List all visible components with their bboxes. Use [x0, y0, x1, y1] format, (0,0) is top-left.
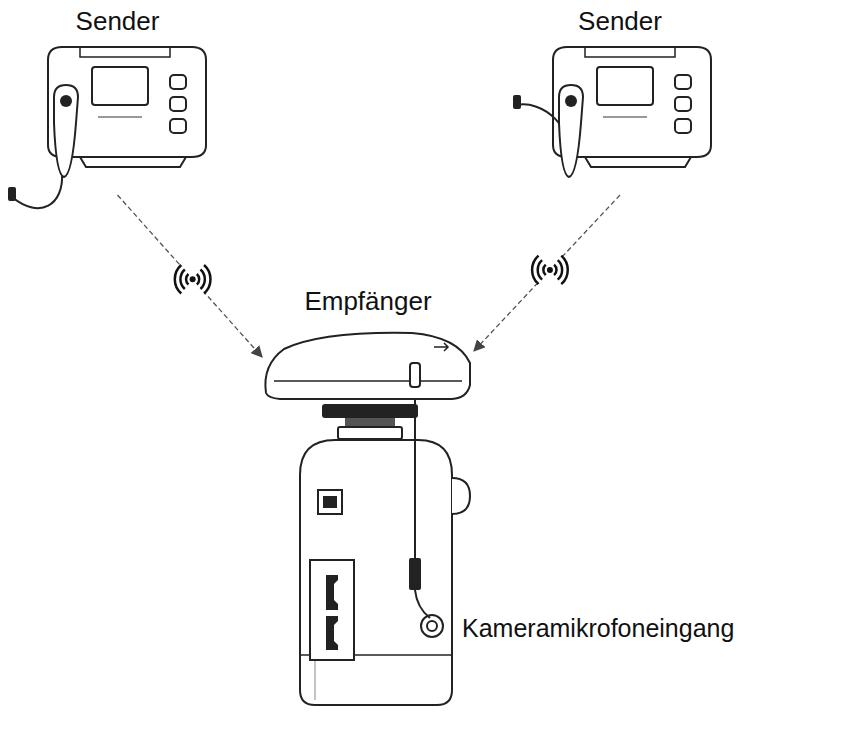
radio-icon: [169, 265, 217, 294]
radio-icon: [526, 256, 574, 285]
mic-head: [513, 95, 521, 109]
node-label: Empfänger: [262, 285, 474, 317]
hdmi-port: [326, 616, 338, 650]
shoe-foot: [338, 427, 402, 439]
mic-socket: [565, 95, 577, 107]
receiver-body: [265, 333, 470, 399]
transmitter-device: [513, 47, 711, 177]
stand: [585, 157, 691, 167]
top-clip: [80, 47, 170, 57]
node-label: Sender: [20, 5, 215, 37]
button: [675, 119, 691, 133]
camera-body: [300, 440, 452, 705]
receiver-seam: [274, 380, 462, 382]
wireless-link: [118, 195, 263, 357]
node-label: Sender: [525, 5, 715, 37]
button: [170, 75, 186, 89]
transmitter-device: [8, 47, 206, 208]
mic-head: [8, 187, 16, 201]
usb-port-inner: [323, 496, 337, 508]
logo-line: [98, 116, 142, 118]
transmitter-node: Sender: [20, 5, 215, 195]
lavalier-clip: [559, 85, 583, 177]
hdmi-port: [326, 575, 338, 610]
mic-cable: [12, 173, 62, 208]
stand: [80, 157, 186, 167]
mic-socket: [60, 95, 72, 107]
mic-jack-inner: [427, 621, 437, 631]
button: [170, 97, 186, 111]
button: [170, 119, 186, 133]
transmitter-node: Sender: [525, 5, 715, 195]
display: [597, 67, 653, 105]
receiver-device: [265, 333, 470, 399]
top-clip: [585, 47, 675, 57]
audio-cable: [414, 387, 416, 560]
lavalier-clip: [54, 85, 78, 177]
receiver-node: Empfänger: [262, 285, 474, 405]
display: [92, 67, 148, 105]
logo-line: [603, 116, 647, 118]
wireless-link: [474, 195, 620, 351]
plug-tip: [415, 590, 430, 618]
shoe-stem: [345, 418, 395, 427]
receiver-mark: [434, 343, 448, 351]
output-plug: [410, 363, 420, 387]
button: [675, 75, 691, 89]
usb-port: [318, 490, 342, 514]
port-label: Kameramikrofoneingang: [462, 612, 734, 644]
mic-jack: [421, 615, 443, 637]
port-panel: [310, 560, 354, 660]
battery-door: [315, 655, 316, 700]
camera-knob: [452, 478, 470, 514]
shoe-knob: [322, 404, 418, 418]
button: [675, 97, 691, 111]
cable-plug: [409, 558, 421, 590]
